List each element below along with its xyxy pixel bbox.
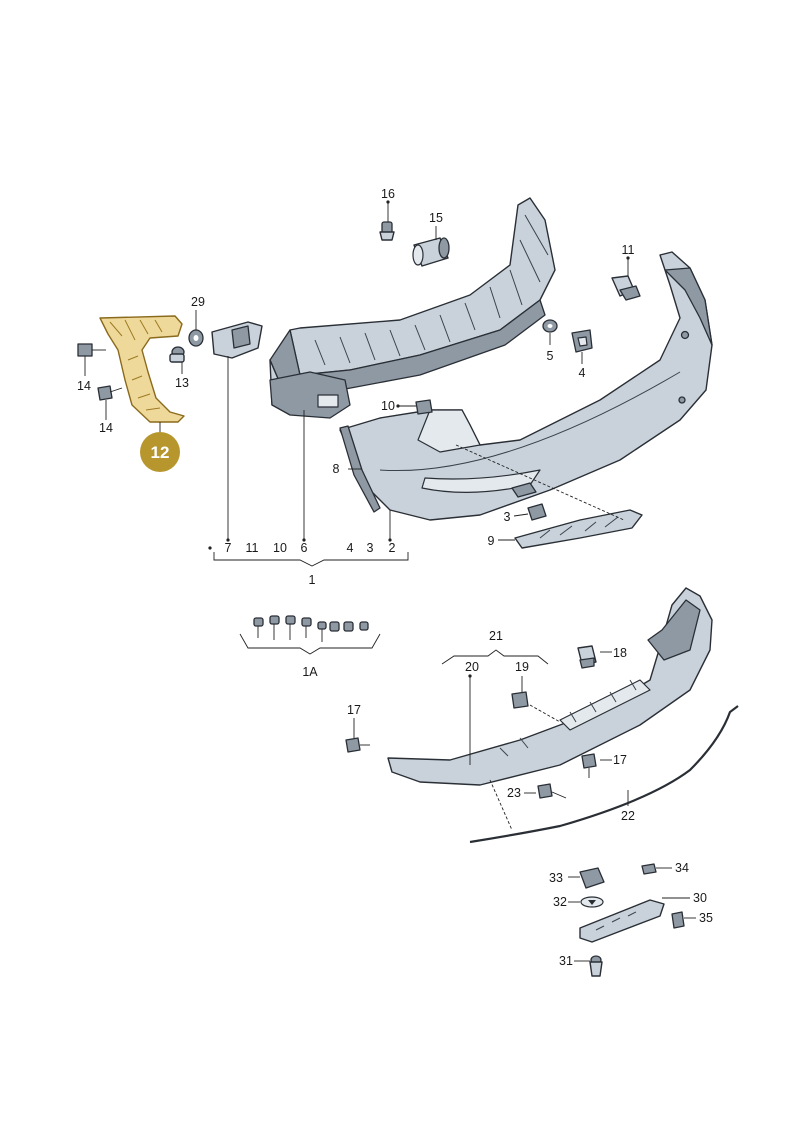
callout-17-right: 17	[613, 753, 627, 767]
part-33[interactable]	[579, 867, 605, 889]
leader-lines-cover	[568, 867, 696, 962]
callout-6: 6	[301, 541, 308, 555]
callout-22: 22	[621, 809, 635, 823]
callout-18: 18	[613, 646, 627, 660]
screw-part-23[interactable]	[537, 783, 567, 799]
bracket-part-12-highlighted[interactable]	[99, 315, 185, 423]
callout-1: 1	[309, 573, 316, 587]
callout-4-row: 4	[347, 541, 354, 555]
callout-34: 34	[675, 861, 689, 875]
clip-part-19[interactable]	[511, 691, 529, 709]
callout-29: 29	[191, 295, 205, 309]
callout-11-top: 11	[622, 243, 635, 257]
callout-35: 35	[699, 911, 713, 925]
cover-plate-part-30[interactable]	[579, 899, 665, 943]
clip-part-34[interactable]	[641, 863, 657, 875]
callout-7: 7	[225, 541, 232, 555]
callout-11-row: 11	[246, 541, 259, 555]
bumper-cover-part-2[interactable]	[339, 251, 713, 521]
callout-21: 21	[489, 629, 503, 643]
callout-8: 8	[333, 462, 340, 476]
washer-part-32[interactable]	[580, 896, 604, 908]
callout-9: 9	[488, 534, 495, 548]
lower-diffuser-part-20[interactable]	[387, 587, 713, 786]
callout-3-right: 3	[504, 510, 511, 524]
callout-33: 33	[549, 871, 563, 885]
bumper-bracket-left[interactable]	[269, 371, 351, 419]
callout-5: 5	[547, 349, 554, 363]
callout-2: 2	[389, 541, 396, 555]
reflector-strip-part-9[interactable]	[514, 509, 643, 549]
screw-part-35[interactable]	[671, 911, 685, 929]
bolt-part-16[interactable]	[379, 221, 395, 241]
callout-10-top: 10	[381, 399, 395, 413]
fastener-kit-1A[interactable]	[253, 615, 369, 642]
callout-12: 12	[151, 443, 170, 462]
bracket-part-29[interactable]	[188, 329, 204, 347]
callout-23: 23	[507, 786, 521, 800]
callout-1A: 1A	[302, 665, 318, 679]
callout-4-top: 4	[579, 366, 586, 380]
clip-part-10-top[interactable]	[415, 399, 433, 415]
callout-14-lower: 14	[99, 421, 113, 435]
clip-part-3[interactable]	[527, 503, 547, 521]
callout-32: 32	[553, 895, 567, 909]
clip-part-18[interactable]	[577, 645, 597, 669]
callout-badge-12[interactable]	[140, 432, 180, 472]
callout-31: 31	[559, 954, 573, 968]
bracket-part-7[interactable]	[211, 321, 263, 359]
clip-part-13[interactable]	[169, 346, 185, 363]
callout-30: 30	[693, 891, 707, 905]
clip-part-4-top[interactable]	[571, 329, 593, 353]
screw-part-14-upper[interactable]	[77, 343, 106, 357]
callout-16: 16	[381, 187, 395, 201]
sleeve-part-15[interactable]	[412, 237, 450, 267]
callout-19: 19	[515, 660, 529, 674]
labels-top: 16 15 11 5 4 29 13 14 14 10 8 3 9 7 11 1…	[77, 187, 634, 587]
brace-group-1	[213, 552, 409, 567]
trim-strip-part-22[interactable]	[469, 705, 739, 844]
labels-cover: 33 32 34 30 35 31	[549, 861, 713, 968]
callout-14-upper: 14	[77, 379, 91, 393]
labels-bottom: 21 20 19 18 17 17 23 22	[347, 629, 635, 823]
callout-15: 15	[429, 211, 443, 225]
callout-17-left: 17	[347, 703, 361, 717]
brace-group-1A	[239, 633, 381, 655]
leader-lines-bottom	[353, 651, 629, 831]
screw-part-17-right[interactable]	[581, 753, 597, 778]
clip-part-11-top[interactable]	[611, 275, 641, 301]
clip-part-31[interactable]	[589, 955, 603, 977]
brace-group-21	[441, 649, 549, 665]
callout-10-row: 10	[273, 541, 287, 555]
screw-part-17-left[interactable]	[345, 737, 370, 753]
callout-3-row: 3	[367, 541, 374, 555]
leader-lines-top	[84, 200, 630, 550]
washer-part-5[interactable]	[542, 319, 558, 333]
callout-20: 20	[465, 660, 479, 674]
callout-13: 13	[175, 376, 189, 390]
screw-part-14-lower[interactable]	[97, 385, 123, 401]
